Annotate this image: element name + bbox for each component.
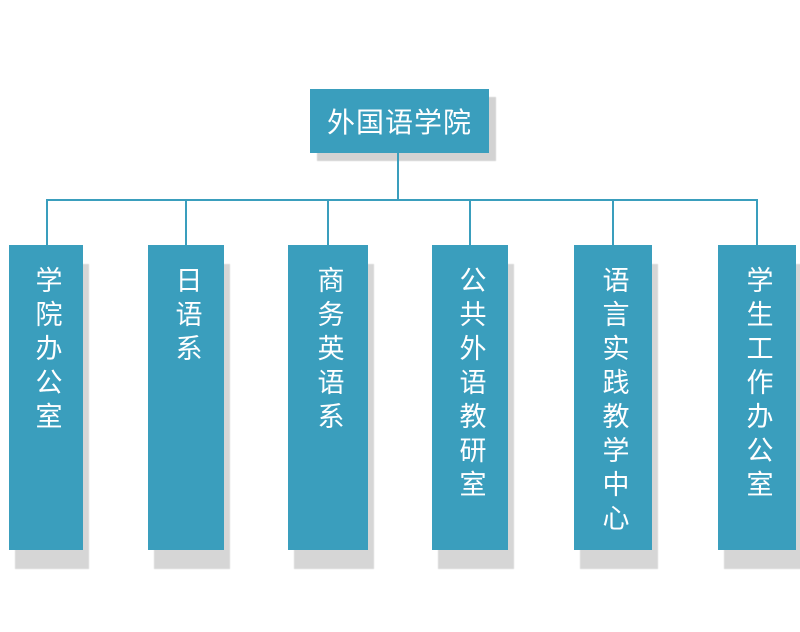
org-node-label: 语言实践教学中心 — [597, 266, 629, 538]
connector-drop — [469, 199, 471, 245]
connector-drop — [185, 199, 187, 245]
org-node-language-practice-center: 语言实践教学中心 — [574, 245, 652, 550]
org-node-public-foreign-language-office: 公共外语教研室 — [432, 245, 508, 550]
connector-horizontal — [46, 199, 758, 201]
org-node-label: 学生工作办公室 — [741, 266, 773, 504]
connector-stem — [397, 153, 399, 200]
org-node-label: 日语系 — [170, 266, 202, 368]
connector-drop — [327, 199, 329, 245]
connector-drop — [612, 199, 614, 245]
org-node-root: 外国语学院 — [310, 89, 489, 153]
org-node-student-affairs-office: 学生工作办公室 — [718, 245, 796, 550]
org-node-japanese-dept: 日语系 — [148, 245, 224, 550]
org-node-college-office: 学院办公室 — [9, 245, 83, 550]
org-node-label: 公共外语教研室 — [454, 266, 486, 504]
connector-drop — [46, 199, 48, 245]
org-node-label: 商务英语系 — [312, 266, 344, 436]
org-node-business-english-dept: 商务英语系 — [288, 245, 368, 550]
org-node-label: 学院办公室 — [30, 266, 62, 436]
org-node-root-label: 外国语学院 — [326, 106, 472, 139]
connector-drop — [756, 199, 758, 245]
